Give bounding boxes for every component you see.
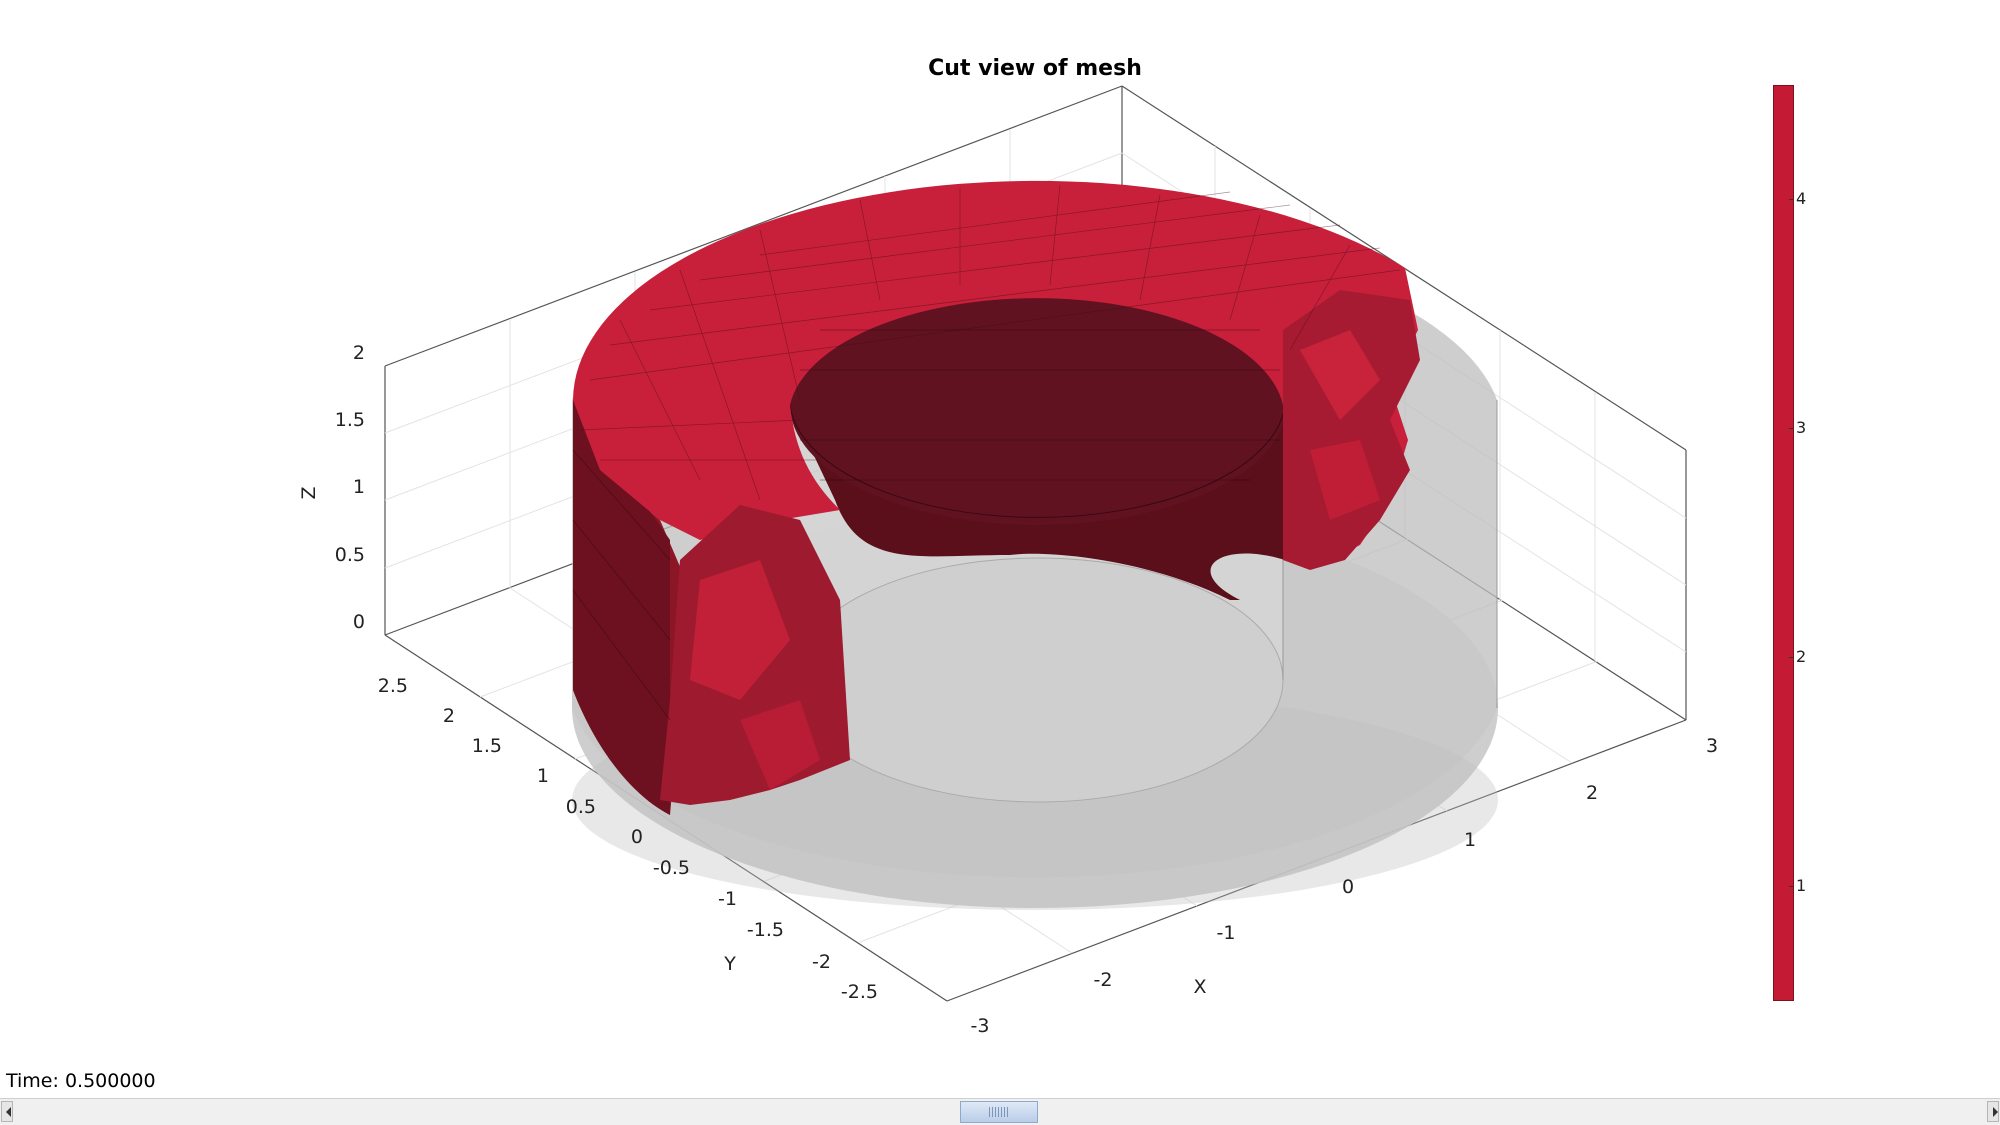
- time-label: Time: 0.500000: [6, 1070, 156, 1092]
- colorbar: [1773, 85, 1794, 1001]
- x-axis-label: X: [1193, 976, 1206, 998]
- colorbar-tickmark: [1789, 657, 1794, 658]
- z-axis-label: Z: [298, 486, 320, 499]
- figure-area: 0 0.5 1 1.5 2 Z 2.5 2 1.5 1 0.5 0 -0.5 -…: [0, 0, 2000, 1095]
- x-tick: -2: [1094, 969, 1113, 991]
- x-axis: -3 -2 -1 0 1 2 3 X: [971, 735, 1719, 1037]
- colorbar-tick: 1: [1796, 876, 1807, 895]
- y-tick: -2: [812, 951, 831, 973]
- y-tick: 0: [631, 826, 643, 848]
- time-scrollbar[interactable]: [0, 1098, 2000, 1125]
- z-tick: 1.5: [335, 409, 365, 431]
- x-tick: 3: [1706, 735, 1718, 757]
- y-axis-label: Y: [723, 953, 736, 975]
- axes-3d[interactable]: 0 0.5 1 1.5 2 Z 2.5 2 1.5 1 0.5 0 -0.5 -…: [0, 0, 2000, 1095]
- y-tick: 2: [443, 705, 455, 727]
- x-tick: 2: [1586, 782, 1598, 804]
- colorbar-tickmark: [1789, 886, 1794, 887]
- y-axis: 2.5 2 1.5 1 0.5 0 -0.5 -1 -1.5 -2 -2.5 Y: [378, 675, 878, 1003]
- colorbar-tickmark: [1789, 428, 1794, 429]
- colorbar-tick: 2: [1796, 647, 1807, 666]
- colorbar-tick: 3: [1796, 418, 1807, 437]
- x-tick: 1: [1464, 829, 1476, 851]
- arrow-left-icon[interactable]: [1, 1101, 13, 1122]
- grip-icon: [989, 1107, 1009, 1117]
- x-tick: -3: [971, 1015, 990, 1037]
- z-tick: 0: [353, 611, 365, 633]
- x-tick: 0: [1342, 876, 1354, 898]
- y-tick: 0.5: [566, 796, 596, 818]
- y-tick: -0.5: [653, 857, 690, 879]
- z-tick: 2: [353, 342, 365, 364]
- z-tick: 1: [353, 476, 365, 498]
- y-tick: -1: [718, 888, 737, 910]
- z-tick: 0.5: [335, 544, 365, 566]
- y-tick: 1.5: [472, 735, 502, 757]
- z-axis: 0 0.5 1 1.5 2 Z: [298, 342, 365, 633]
- scrollbar-thumb[interactable]: [960, 1101, 1038, 1123]
- y-tick: 2.5: [378, 675, 408, 697]
- y-tick: 1: [537, 765, 549, 787]
- arrow-right-icon[interactable]: [1987, 1101, 1999, 1122]
- y-tick: -1.5: [747, 919, 784, 941]
- y-tick: -2.5: [841, 981, 878, 1003]
- cut-mesh: [572, 180, 1420, 815]
- x-tick: -1: [1217, 922, 1236, 944]
- colorbar-tick: 4: [1796, 189, 1807, 208]
- colorbar-tickmark: [1789, 199, 1794, 200]
- plot-title: Cut view of mesh: [928, 56, 1142, 81]
